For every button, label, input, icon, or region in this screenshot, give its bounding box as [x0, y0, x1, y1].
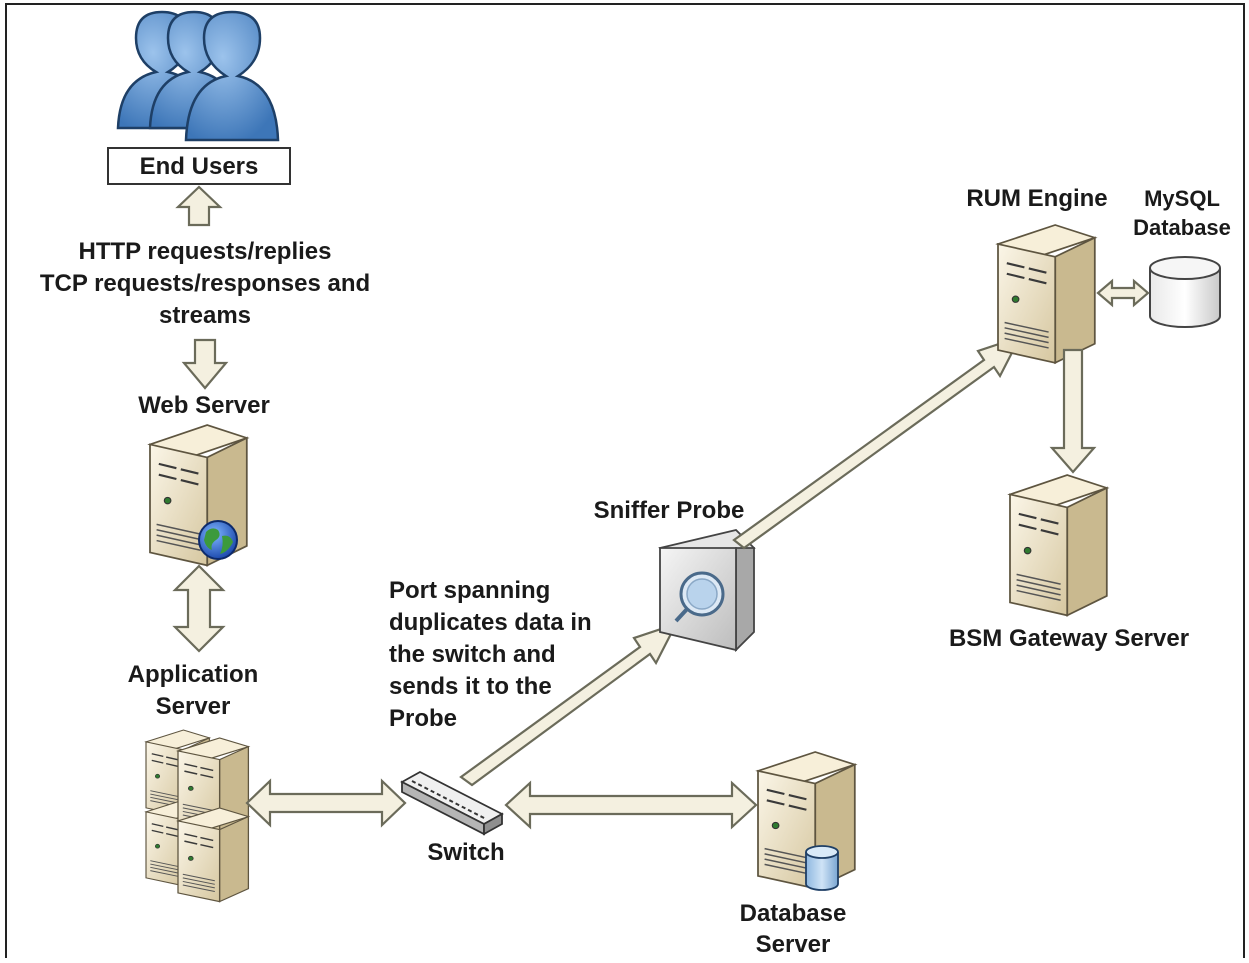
- magnifier-icon: [674, 571, 725, 623]
- arrow-web-app-bidirectional: [172, 564, 226, 653]
- port-spanning-line-2: duplicates data in: [389, 609, 592, 636]
- server-cluster-icon: [145, 729, 250, 903]
- traffic-annotation-line-2: TCP requests/responses and: [40, 270, 370, 297]
- rum-engine-icon: [996, 223, 1096, 364]
- traffic-annotation-line-1: HTTP requests/replies: [79, 238, 332, 265]
- mysql-database-label-line-2: Database: [1133, 215, 1231, 240]
- database-icon: [805, 845, 839, 891]
- switch-icon: [400, 770, 504, 836]
- probe-icon: [658, 529, 756, 653]
- arrow-probe-to-rum-engine: [732, 335, 1023, 550]
- arrow-switch-to-probe: [459, 622, 679, 787]
- database-server-label-line-2: Server: [756, 931, 831, 958]
- traffic-annotation-line-3: streams: [159, 302, 251, 329]
- bsm-gateway-server-label: BSM Gateway Server: [949, 625, 1189, 652]
- switch-label: Switch: [427, 839, 504, 866]
- web-server-icon: [148, 423, 248, 567]
- application-server-label-line-2: Server: [156, 693, 231, 720]
- sniffer-probe-label: Sniffer Probe: [594, 497, 745, 524]
- arrow-to-web-server: [181, 338, 229, 390]
- end-users-label-box: [107, 147, 291, 185]
- end-users-label: End Users: [140, 153, 259, 180]
- mysql-database-icon: [1149, 256, 1221, 328]
- port-spanning-line-4: sends it to the: [389, 673, 552, 700]
- port-spanning-line-5: Probe: [389, 705, 457, 732]
- globe-icon: [198, 520, 238, 560]
- bsm-gateway-server-icon: [1008, 473, 1108, 617]
- rum-engine-label: RUM Engine: [966, 185, 1107, 212]
- users-icon: [116, 10, 280, 142]
- port-spanning-line-3: the switch and: [389, 641, 556, 668]
- database-server-icon: [756, 750, 856, 891]
- database-server-label-line-1: Database: [740, 900, 847, 927]
- port-spanning-line-1: Port spanning: [389, 577, 550, 604]
- application-server-label-line-1: Application: [128, 661, 259, 688]
- mysql-database-label-line-1: MySQL: [1144, 186, 1220, 211]
- arrow-rum-to-bsm-gateway: [1049, 348, 1097, 474]
- web-server-label: Web Server: [138, 392, 270, 419]
- arrow-rum-mysql-bidirectional: [1096, 278, 1150, 308]
- arrow-switch-database-bidirectional: [504, 780, 758, 830]
- arrow-to-end-users: [175, 185, 223, 227]
- arrow-app-switch-bidirectional: [245, 778, 407, 828]
